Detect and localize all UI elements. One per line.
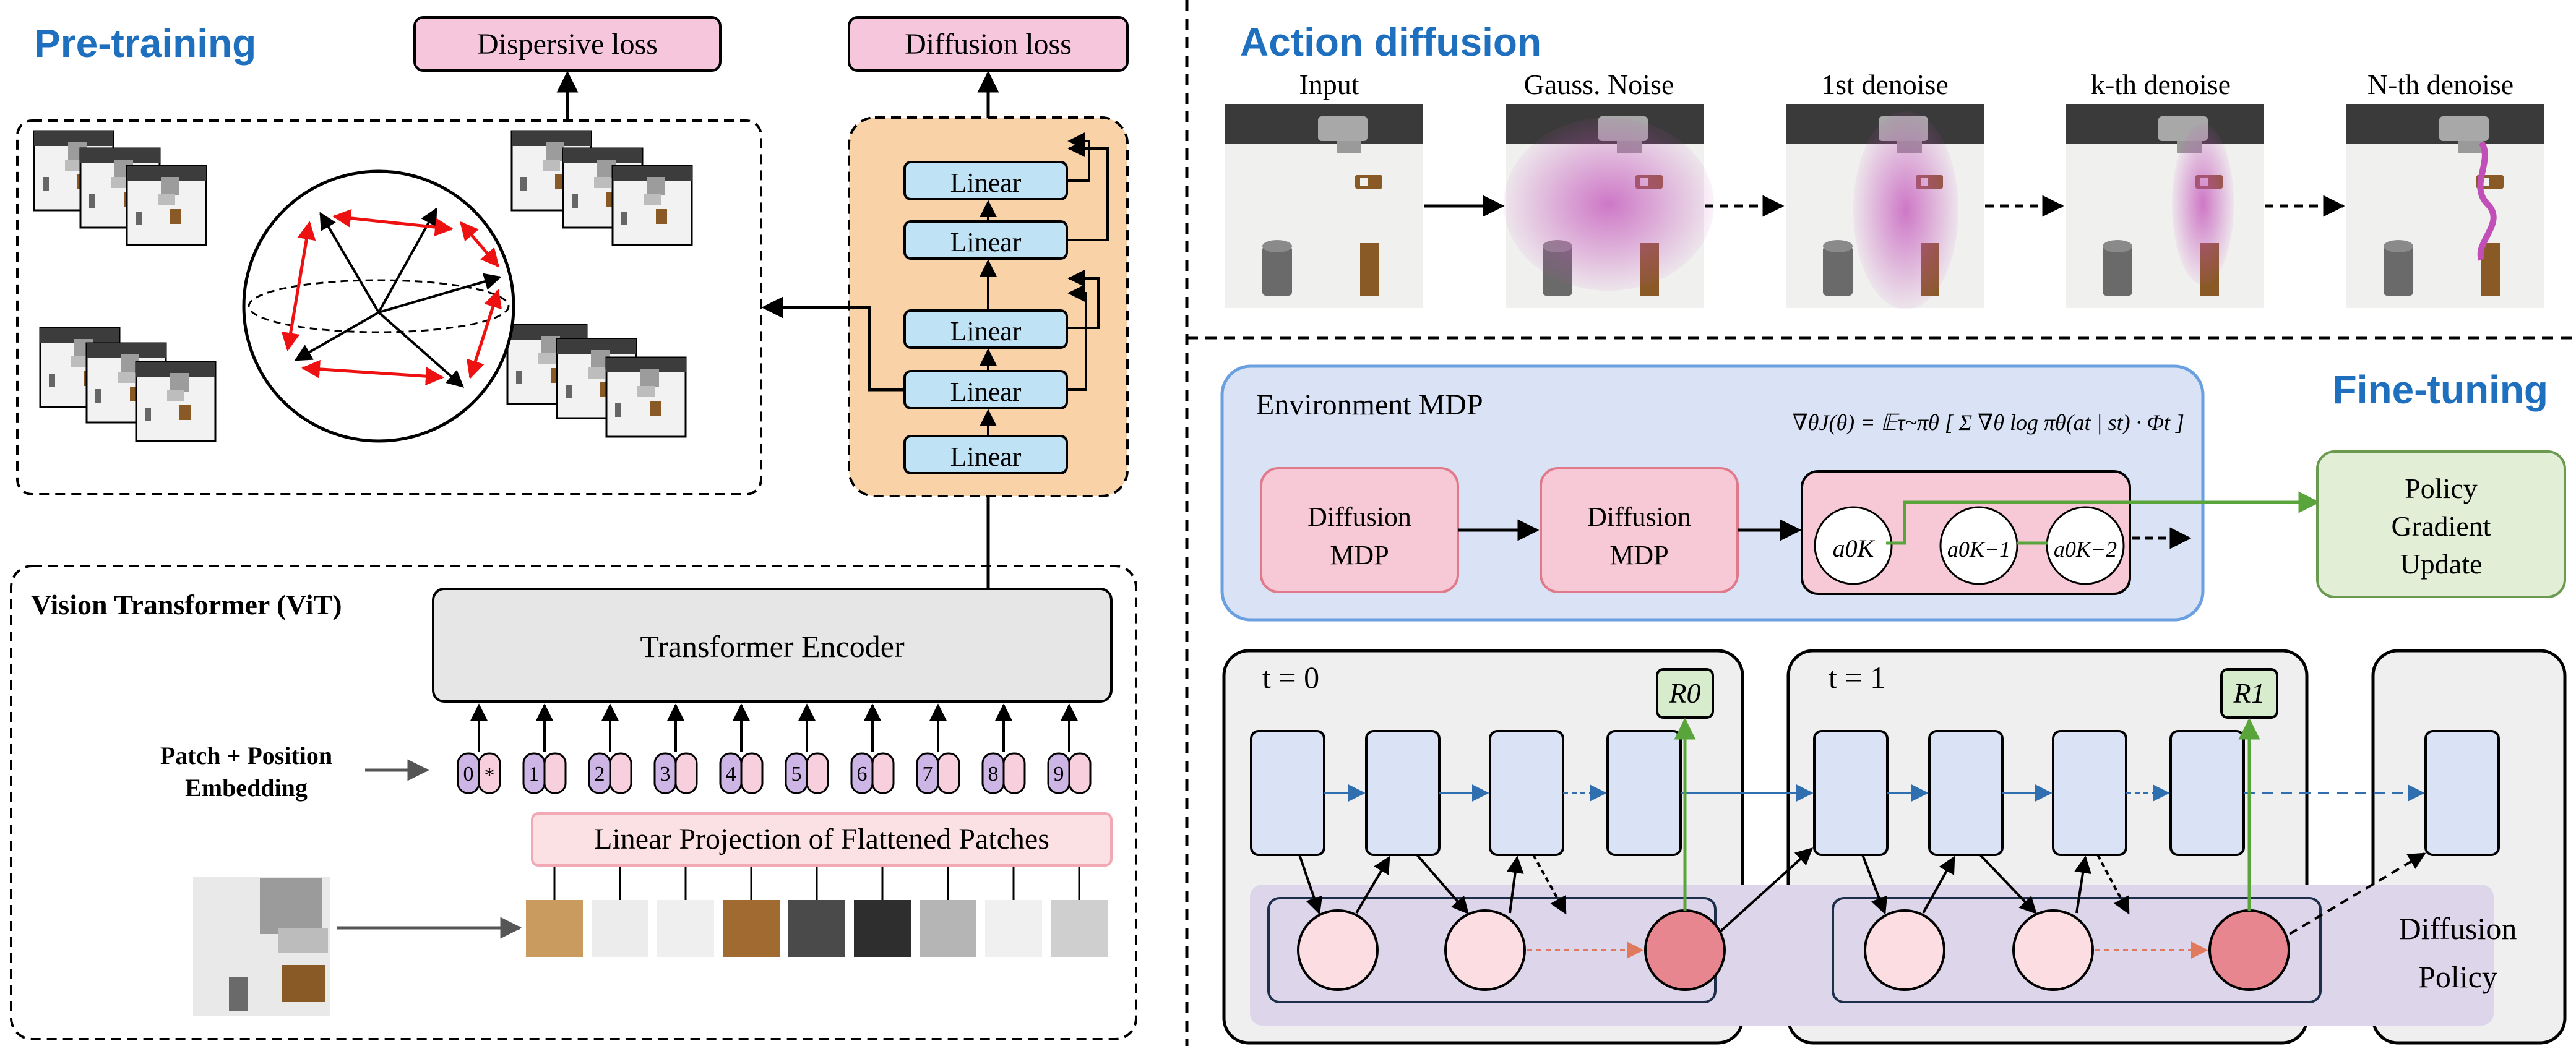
linear-label-2: Linear <box>950 227 1022 257</box>
token-4: 4 <box>726 763 736 786</box>
token-9: 9 <box>1054 763 1064 786</box>
token-3: 3 <box>660 763 671 786</box>
token-2: 2 <box>595 763 605 786</box>
token-0: 0 <box>463 763 474 786</box>
policy-gradient-arrow <box>1886 491 2320 545</box>
feature-space-box <box>16 119 762 495</box>
chain-label-2: a0K−1 <box>1947 537 2010 562</box>
token-6: 6 <box>857 763 868 786</box>
policy-line-1: Policy <box>2405 473 2478 504</box>
pretraining-title: Pre-training <box>34 21 256 66</box>
policy-action-circles <box>1297 718 2426 991</box>
image-stack-bottom-left <box>39 327 217 442</box>
stage-label-first: 1st denoise <box>1821 69 1949 100</box>
token-8: 8 <box>988 763 999 786</box>
linear-layers <box>761 132 1109 474</box>
chain-node-2 <box>1939 506 2018 585</box>
image-stack-bottom-right <box>506 324 687 438</box>
chain-node-1 <box>1814 506 1893 585</box>
chain-label-1: a0K <box>1833 534 1876 562</box>
policy-line-3: Update <box>2400 548 2483 580</box>
input-image <box>193 877 330 1016</box>
token-7: 7 <box>923 763 933 786</box>
linear-label-3: Linear <box>950 316 1022 346</box>
scene-kth <box>2066 104 2264 308</box>
image-stack-top-left <box>33 130 207 246</box>
finetuning-title: Fine-tuning <box>2333 367 2548 412</box>
reward-1-box <box>2220 668 2278 719</box>
dispersion-sphere <box>242 169 515 443</box>
image-stack-top-right <box>510 130 693 246</box>
diffusion-loss-box <box>848 16 1129 72</box>
diffusion-mdp-1-line1: Diffusion <box>1307 502 1411 532</box>
linear-label-5: Linear <box>950 442 1022 472</box>
policy-chain-box-1 <box>1832 897 2322 1003</box>
dispersive-loss-box <box>413 16 722 72</box>
state-action-nodes <box>1250 730 2500 856</box>
token-5: 5 <box>791 763 802 786</box>
linear-projection-box <box>531 812 1113 867</box>
diffusion-mdp-1-line2: MDP <box>1330 540 1389 570</box>
chain-node-3 <box>2046 506 2125 585</box>
flattened-patches <box>526 867 1108 957</box>
stage-label-kth: k-th denoise <box>2091 69 2231 100</box>
timestep-0-label: t = 0 <box>1262 660 1319 695</box>
token-row <box>457 703 1092 794</box>
timestep-1-label: t = 1 <box>1829 660 1885 695</box>
vit-title: Vision Transformer (ViT) <box>31 589 342 620</box>
reward-1-label: R1 <box>2233 677 2265 709</box>
transformer-encoder-box <box>432 588 1113 703</box>
policy-line-2: Gradient <box>2392 510 2491 542</box>
linear-label-1: Linear <box>950 168 1022 198</box>
linear-label-4: Linear <box>950 377 1022 407</box>
diffusion-mdp-2-line1: Diffusion <box>1587 502 1691 532</box>
scene-first <box>1786 104 1984 309</box>
dispersive-loss-label: Dispersive loss <box>477 28 658 61</box>
scene-input <box>1225 104 1423 308</box>
reward-0-label: R0 <box>1668 677 1700 709</box>
reward-0-box <box>1656 668 1714 719</box>
environment-mdp-label: Environment MDP <box>1256 388 1483 421</box>
scene-noise <box>1504 104 1714 308</box>
stage-label-noise: Gauss. Noise <box>1524 69 1674 100</box>
diffusion-mdp-2-line2: MDP <box>1609 540 1668 570</box>
transformer-encoder-label: Transformer Encoder <box>640 629 905 664</box>
chain-label-3: a0K−2 <box>2054 537 2117 562</box>
diffusion-loss-label: Diffusion loss <box>905 28 1072 61</box>
action-diffusion-title: Action diffusion <box>1240 20 1541 64</box>
diffusion-policy-line2: Policy <box>2418 959 2497 994</box>
policy-gradient-update-box <box>2316 450 2566 598</box>
patch-embedding-label-2: Embedding <box>185 774 308 802</box>
diffusion-policy-line1: Diffusion <box>2399 911 2517 946</box>
token-1: 1 <box>529 763 540 786</box>
policy-gradient-formula: ∇θJ(θ) = 𝔼τ~πθ [ Σ ∇θ log πθ(at | st) · … <box>1793 410 2184 435</box>
scene-nth <box>2346 104 2544 308</box>
linear-projection-label: Linear Projection of Flattened Patches <box>594 823 1049 855</box>
stage-label-input: Input <box>1299 69 1359 100</box>
stage-label-nth: N-th denoise <box>2367 69 2514 100</box>
patch-embedding-label-1: Patch + Position <box>160 742 332 769</box>
token-cls: * <box>485 764 495 787</box>
